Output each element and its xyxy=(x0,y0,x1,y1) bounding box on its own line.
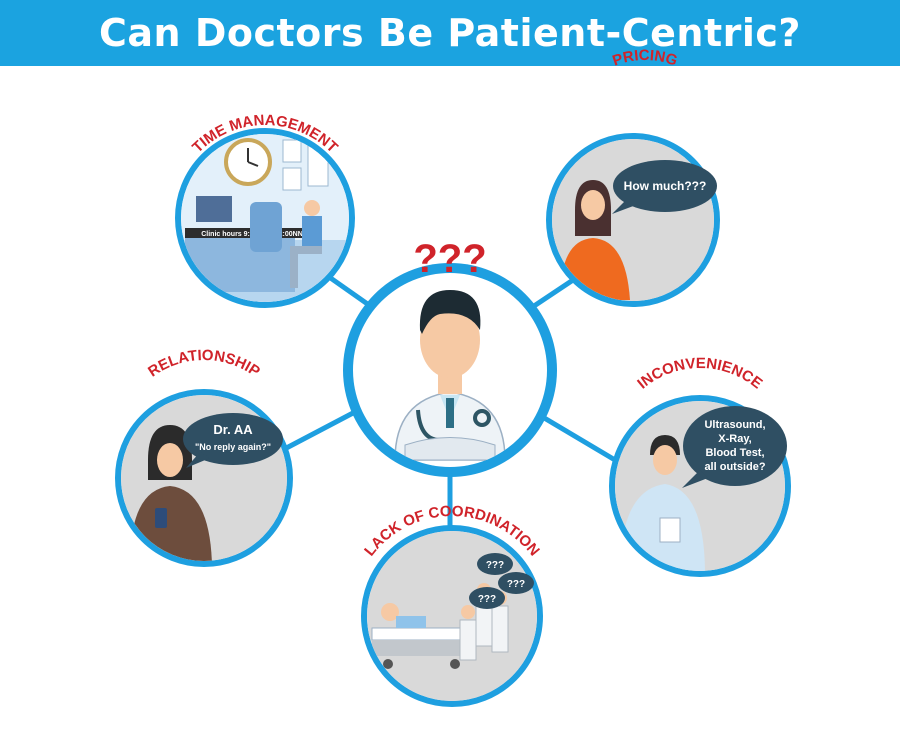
phone-icon xyxy=(155,508,167,528)
office-chair xyxy=(250,202,282,252)
doctor-three xyxy=(491,605,509,653)
doctor-tie xyxy=(446,398,454,428)
time-management-node: Clinic hours 9:00AM - 12:00NN TIME MANAG… xyxy=(175,112,355,308)
doctor-figure xyxy=(394,290,506,461)
page-title: Can Doctors Be Patient-Centric? xyxy=(99,11,801,55)
label-relationship: RELATIONSHIP xyxy=(145,347,263,381)
doctor-one xyxy=(459,619,477,661)
relationship-node: Dr. AA "No reply again?" RELATIONSHIP xyxy=(115,347,293,567)
relationship-bubble-line1: Dr. AA xyxy=(213,422,253,437)
relationship-bubble-line2: "No reply again?" xyxy=(195,442,271,452)
speech-bubble-pricing: How much??? xyxy=(612,160,717,214)
inconvenience-bubble-line3: Blood Test, xyxy=(705,447,764,459)
woman-face xyxy=(581,190,605,220)
coordination-node: ??? ??? ??? LACK OF COORDINATION xyxy=(361,503,543,707)
inconvenience-bubble-line4: all outside? xyxy=(704,461,765,473)
inconvenience-bubble-line2: X-Ray, xyxy=(718,433,751,445)
paper-icon xyxy=(659,517,681,543)
coordination-bubbles: ??? ??? ??? xyxy=(469,553,534,609)
hospital-bed xyxy=(371,627,468,641)
speech-bubble-inconvenience: Ultrasound, X-Ray, Blood Test, all outsi… xyxy=(682,406,787,488)
coordination-bubble-1: ??? xyxy=(486,560,504,571)
speech-bubble-relationship: Dr. AA "No reply again?" xyxy=(183,413,283,468)
pricing-bubble-text: How much??? xyxy=(624,179,707,193)
center-doctor-node: ??? xyxy=(343,237,557,477)
patient-face xyxy=(653,445,677,475)
inconvenience-bubble-line1: Ultrasound, xyxy=(704,419,765,431)
pricing-node: How much??? PRICING xyxy=(546,47,720,307)
bed-patient-head xyxy=(381,603,399,621)
computer-monitor xyxy=(196,196,232,222)
title-banner: Can Doctors Be Patient-Centric? xyxy=(0,0,900,66)
man-face xyxy=(157,443,183,477)
coordination-bubble-2: ??? xyxy=(507,579,525,590)
coordination-bubble-3: ??? xyxy=(478,594,496,605)
label-inconvenience: INCONVENIENCE xyxy=(634,355,765,392)
inconvenience-node: Ultrasound, X-Ray, Blood Test, all outsi… xyxy=(609,355,791,577)
label-pricing: PRICING xyxy=(610,47,679,70)
doctor-face xyxy=(420,302,480,378)
doctor-question-marks: ??? xyxy=(413,237,486,281)
doctor-hair xyxy=(419,290,481,334)
